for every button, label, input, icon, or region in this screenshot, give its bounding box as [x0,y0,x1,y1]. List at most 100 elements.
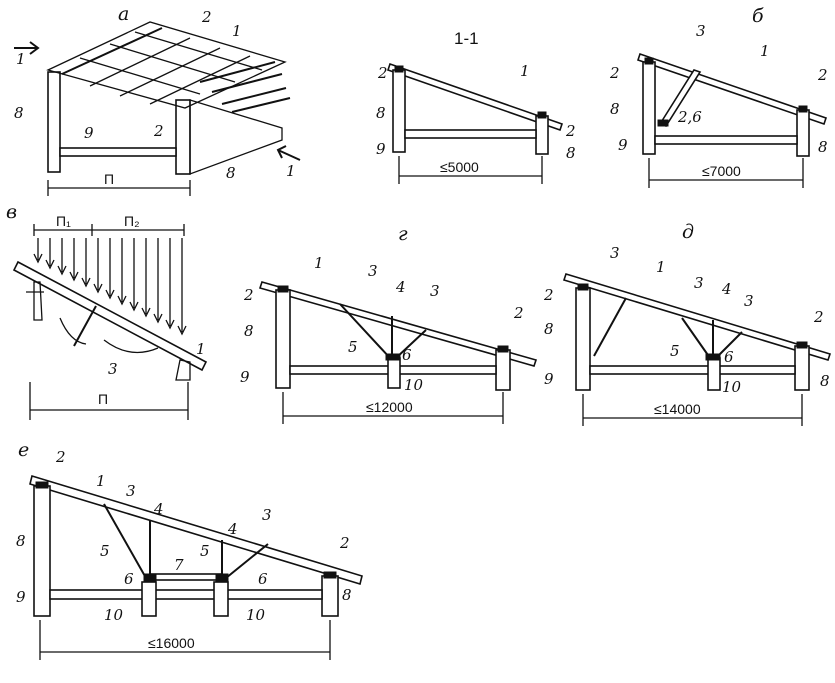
rafter-1 [12,260,208,372]
rafter-1 [386,62,564,132]
struts-3 [339,303,427,359]
beam-9 [589,365,796,375]
wall-right [175,99,191,175]
support-2 [35,481,49,489]
rafter-1 [562,273,832,361]
node-6-right [215,573,229,583]
section-arrow-bottom [276,145,301,161]
roof-beam [89,37,191,87]
view-v-load-scheme: в П₁ П₂ П 3 1 [6,201,208,420]
num-8: 8 [16,532,26,550]
label-b: б [752,5,764,27]
posts-4 [149,520,223,578]
num-3: 3 [694,274,704,292]
num-8: 8 [820,372,830,390]
roof-beam [149,55,251,105]
num-1: 1 [520,62,530,80]
num-5: 5 [348,338,358,356]
support-2 [644,57,654,65]
node-6 [705,353,721,361]
num-2: 2 [55,448,66,466]
view-b: б ≤7000 2 3 1 8 2,6 2 9 8 [609,5,828,188]
num-6: 6 [124,570,134,588]
view-g: г ≤12000 2 1 3 4 3 2 8 5 6 9 10 [240,223,538,424]
post-8-left [642,61,656,155]
num-2: 2 [201,8,212,26]
num-9: 9 [618,136,628,154]
num-4: 4 [227,520,238,538]
span-dim-line [47,180,191,196]
num-8: 8 [376,104,386,122]
section-mark-top: 1 [16,50,26,68]
num-4: 4 [721,280,732,298]
num-1: 1 [314,254,324,272]
post-8-right [495,349,511,391]
num-3: 3 [108,360,118,378]
beam-9 [49,589,323,600]
struts-3 [103,503,269,579]
view-1-1: 1-1 ≤5000 2 1 8 9 2 8 [376,29,576,184]
load-arrows [33,238,187,336]
post-8-left [275,289,291,389]
num-2: 2 [339,534,350,552]
num-3: 3 [696,22,706,40]
dim-5000: ≤5000 [440,159,479,175]
num-8: 8 [566,144,576,162]
num-9: 9 [84,124,94,142]
num-3: 3 [368,262,378,280]
section-arrow-top [14,41,40,55]
num-4: 4 [395,278,406,296]
num-1: 1 [760,42,770,60]
num-4: 4 [153,500,164,518]
dim-7000: ≤7000 [702,163,741,179]
wall-left [47,71,61,173]
num-8: 8 [818,138,828,156]
support-right [175,359,191,381]
side-wall [189,99,283,175]
num-10: 10 [104,606,124,624]
num-2: 2 [543,286,554,304]
num-8: 8 [226,164,236,182]
num-2: 2 [817,66,828,84]
post-10-left [141,581,157,617]
span-label: П [104,171,114,187]
moment-arrow [103,339,159,354]
view-d: д ≤14000 2 3 1 3 4 3 2 8 5 6 8 9 10 [543,221,832,426]
post-8-left [392,69,406,153]
support-2 [323,571,337,579]
post-8-left [33,485,51,617]
num-10: 10 [722,378,742,396]
roof-beam [134,31,263,71]
beam-9 [59,147,177,157]
num-9: 9 [16,588,26,606]
num-3: 3 [744,292,754,310]
dim-16000: ≤16000 [148,635,195,651]
num-5: 5 [200,542,210,560]
post-8-right [535,115,549,155]
num-9: 9 [544,370,554,388]
num-10: 10 [404,376,424,394]
label-d: д [682,221,694,243]
dim-line [39,620,331,660]
num-2-6: 2,6 [677,108,702,126]
num-2: 2 [513,304,524,322]
num-8: 8 [610,100,620,118]
span-p1: П₁ [56,213,71,229]
num-3: 3 [430,282,440,300]
beam-9 [404,129,537,139]
num-5: 5 [100,542,110,560]
view-a-perspective: 1 1 П а 2 1 8 9 2 8 [14,3,301,196]
tie-7 [149,573,223,581]
section-title: 1-1 [454,29,479,48]
roof-beam [79,57,201,95]
moment-arrow [59,317,87,345]
dim-12000: ≤12000 [366,399,413,415]
support-2 [394,65,404,73]
dim-line [582,394,803,426]
dim-14000: ≤14000 [654,401,701,417]
span-dims [33,224,185,236]
post-8-right [796,109,810,157]
num-7: 7 [174,556,184,574]
post-8-left [575,287,591,391]
